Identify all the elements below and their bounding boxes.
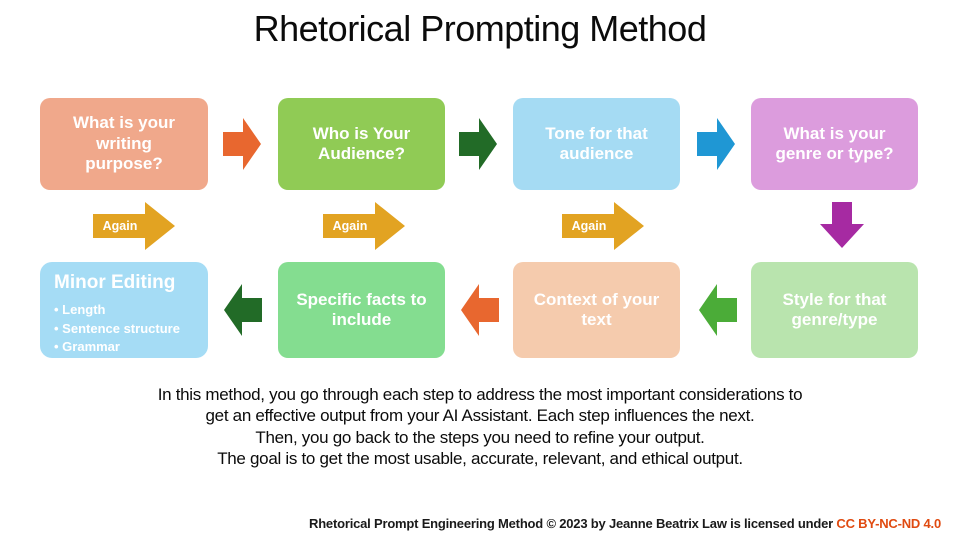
step-box-writing-purpose: What is your writing purpose?: [40, 98, 208, 190]
again-arrow: Again: [93, 202, 175, 250]
step-label: Tone for that audience: [545, 123, 648, 163]
description-line: In this method, you go through each step…: [157, 385, 803, 404]
step-label: Specific facts to include: [296, 289, 427, 329]
step-box-minor-editing: Minor Editing • Length • Sentence struct…: [40, 262, 208, 358]
arrow-left-orange-icon: [461, 284, 499, 336]
arrow-left-dark-green-icon: [224, 284, 262, 336]
again-label: Again: [102, 219, 138, 233]
attribution-text: Rhetorical Prompt Engineering Method © 2…: [309, 516, 837, 531]
arrow-right-blue-icon: [697, 118, 735, 170]
again-label: Again: [571, 219, 607, 233]
step-title: Minor Editing: [54, 272, 176, 293]
arrow-right-gold-icon: [323, 202, 405, 250]
bullet-grammar: • Grammar: [54, 339, 120, 355]
arrow-right-dark-green-icon: [459, 118, 497, 170]
attribution-footer: Rhetorical Prompt Engineering Method © 2…: [309, 516, 941, 531]
again-label: Again: [332, 219, 368, 233]
again-arrow: Again: [562, 202, 644, 250]
arrow-right-gold-icon: [93, 202, 175, 250]
step-label: What is your genre or type?: [775, 123, 894, 163]
arrow-down-purple-icon: [820, 202, 864, 248]
bullet-sentence-structure: • Sentence structure: [54, 320, 180, 336]
description-line: Then, you go back to the steps you need …: [255, 427, 705, 447]
description-paragraph: In this method, you go through each step…: [0, 384, 960, 470]
step-box-genre: What is your genre or type?: [751, 98, 918, 190]
step-label: Context of your text: [533, 289, 660, 329]
license-link[interactable]: CC BY-NC-ND 4.0: [836, 516, 941, 531]
step-label: What is your writing purpose?: [72, 113, 175, 174]
page-title: Rhetorical Prompting Method: [253, 8, 707, 49]
again-arrow: Again: [323, 202, 405, 250]
arrow-right-gold-icon: [562, 202, 644, 250]
step-box-audience: Who is Your Audience?: [278, 98, 445, 190]
bullet-length: • Length: [54, 301, 106, 317]
description-line: The goal is to get the most usable, accu…: [217, 449, 743, 469]
step-label: Style for that genre/type: [782, 289, 887, 329]
arrow-right-orange-icon: [223, 118, 261, 170]
step-label: Who is Your Audience?: [312, 123, 411, 163]
arrow-left-bright-green-icon: [699, 284, 737, 336]
step-box-tone: Tone for that audience: [513, 98, 680, 190]
description-line: get an effective output from your AI Ass…: [205, 406, 755, 426]
step-box-style: Style for that genre/type: [751, 262, 918, 358]
step-box-specific-facts: Specific facts to include: [278, 262, 445, 358]
step-box-context: Context of your text: [513, 262, 680, 358]
